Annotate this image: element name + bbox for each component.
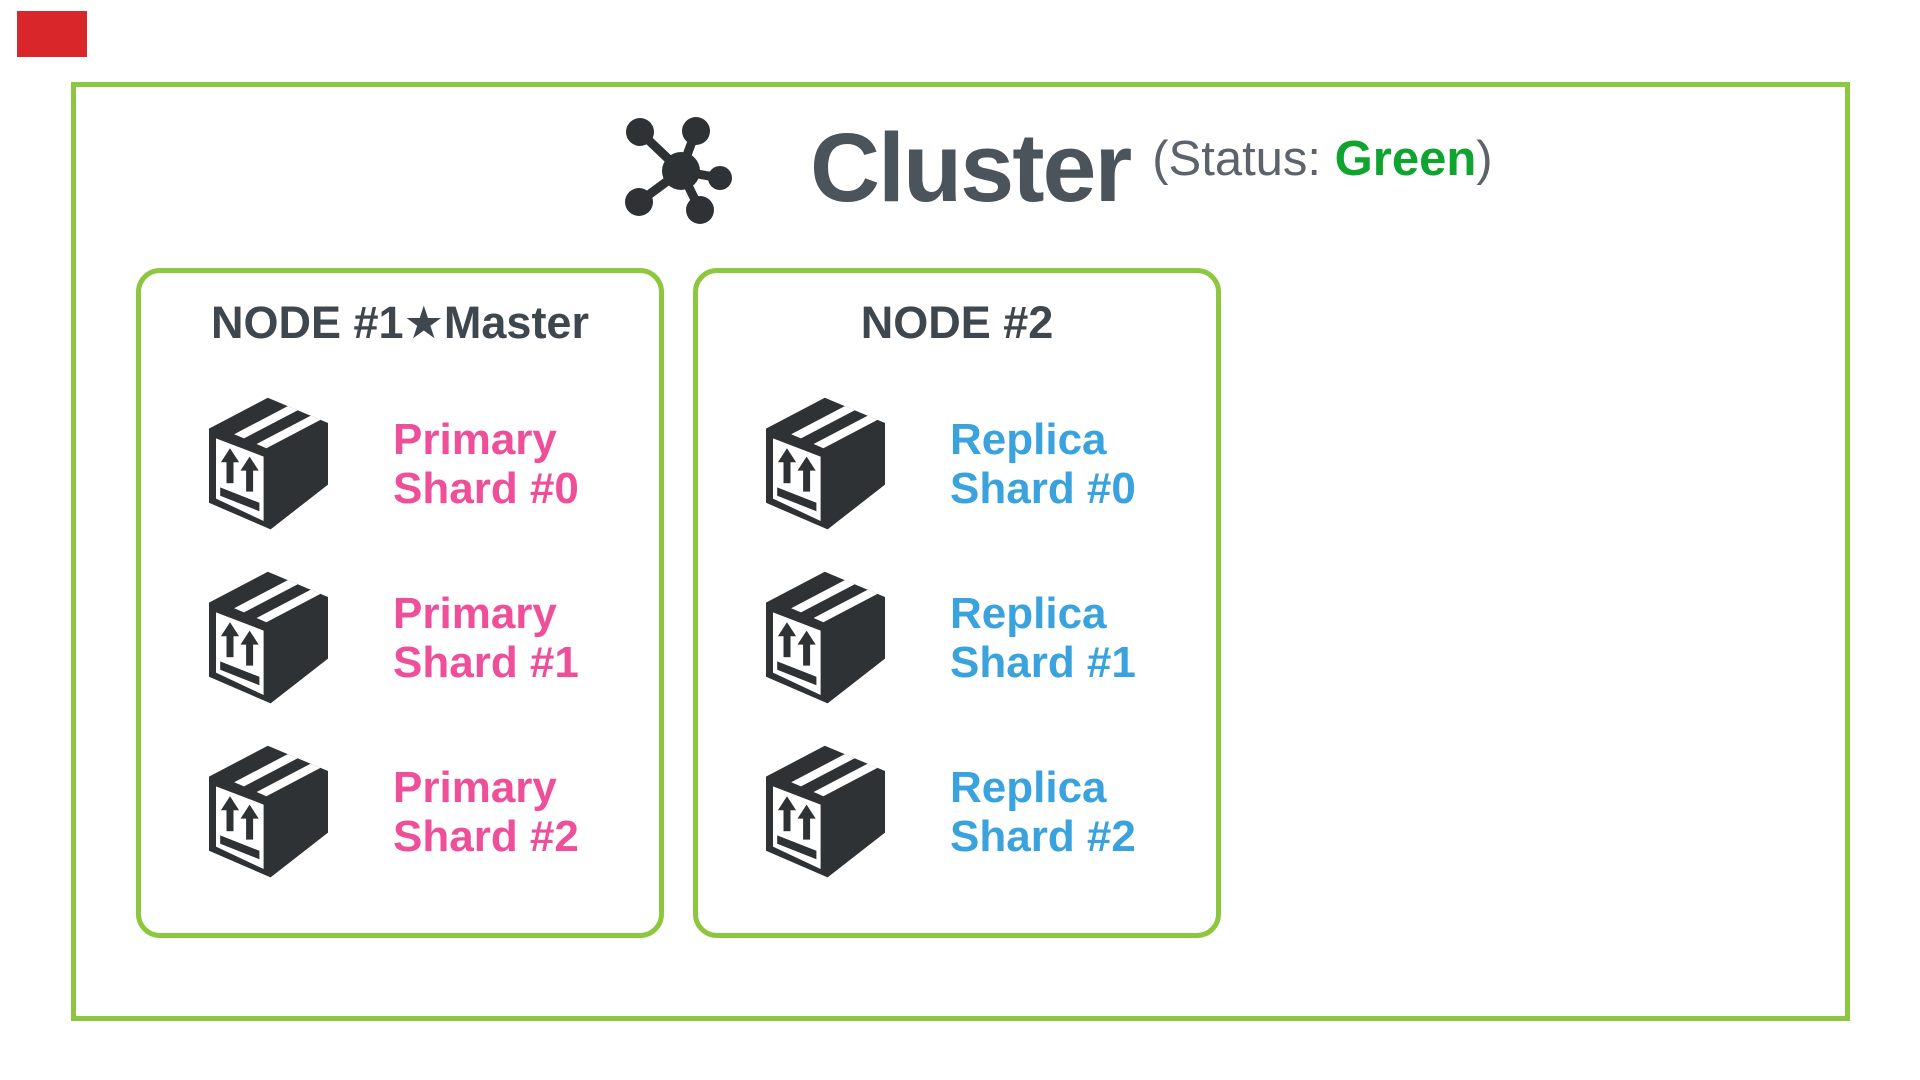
shard-label-line2: Shard #2: [950, 811, 1136, 861]
package-box-icon: [752, 393, 892, 537]
shard-row-replica-1: Replica Shard #1: [752, 567, 1216, 711]
cluster-title: Cluster: [810, 112, 1132, 222]
shard-label: Replica Shard #2: [950, 763, 1136, 861]
node-2-title: NODE #2: [860, 297, 1054, 348]
status-prefix: (Status:: [1152, 132, 1335, 186]
shard-label-line1: Replica: [950, 763, 1107, 813]
network-hub-icon: [622, 115, 740, 229]
node-2-shard-list: Replica Shard #0 Replica Shard #1 Replic…: [752, 393, 1216, 885]
cluster-container: Cluster (Status: Green) NODE #1★Master P…: [71, 82, 1850, 1021]
node-2-box: NODE #2 Replica Shard #0 Replica Shard #…: [693, 268, 1221, 938]
package-box-icon: [195, 567, 335, 711]
cluster-status: (Status: Green): [1152, 131, 1492, 187]
package-box-icon: [752, 567, 892, 711]
shard-label-line2: Shard #2: [393, 811, 579, 861]
shard-label: Replica Shard #0: [950, 415, 1136, 513]
status-suffix: ): [1476, 132, 1493, 186]
shard-label-line2: Shard #1: [393, 637, 579, 687]
shard-label-line2: Shard #0: [393, 463, 579, 513]
shard-label-line1: Primary: [393, 415, 557, 465]
shard-row-primary-0: Primary Shard #0: [195, 393, 659, 537]
shard-label: Primary Shard #0: [393, 415, 579, 513]
node-1-title: NODE #1★Master: [211, 297, 589, 348]
shard-label-line2: Shard #0: [950, 463, 1136, 513]
shard-label-line1: Primary: [393, 589, 557, 639]
shard-label: Replica Shard #1: [950, 589, 1136, 687]
shard-label-line2: Shard #1: [950, 637, 1136, 687]
package-box-icon: [752, 741, 892, 885]
cluster-title-row: Cluster (Status: Green): [622, 93, 1493, 245]
red-marker: [17, 11, 87, 57]
shard-row-primary-2: Primary Shard #2: [195, 741, 659, 885]
shard-label: Primary Shard #2: [393, 763, 579, 861]
shard-label-line1: Primary: [393, 763, 557, 813]
shard-label-line1: Replica: [950, 415, 1107, 465]
shard-label: Primary Shard #1: [393, 589, 579, 687]
node-1-box: NODE #1★Master Primary Shard #0 Primary …: [136, 268, 664, 938]
package-box-icon: [195, 393, 335, 537]
node-1-shard-list: Primary Shard #0 Primary Shard #1 Primar…: [195, 393, 659, 885]
shard-row-replica-0: Replica Shard #0: [752, 393, 1216, 537]
package-box-icon: [195, 741, 335, 885]
shard-row-replica-2: Replica Shard #2: [752, 741, 1216, 885]
status-value: Green: [1334, 132, 1477, 186]
shard-label-line1: Replica: [950, 589, 1107, 639]
shard-row-primary-1: Primary Shard #1: [195, 567, 659, 711]
